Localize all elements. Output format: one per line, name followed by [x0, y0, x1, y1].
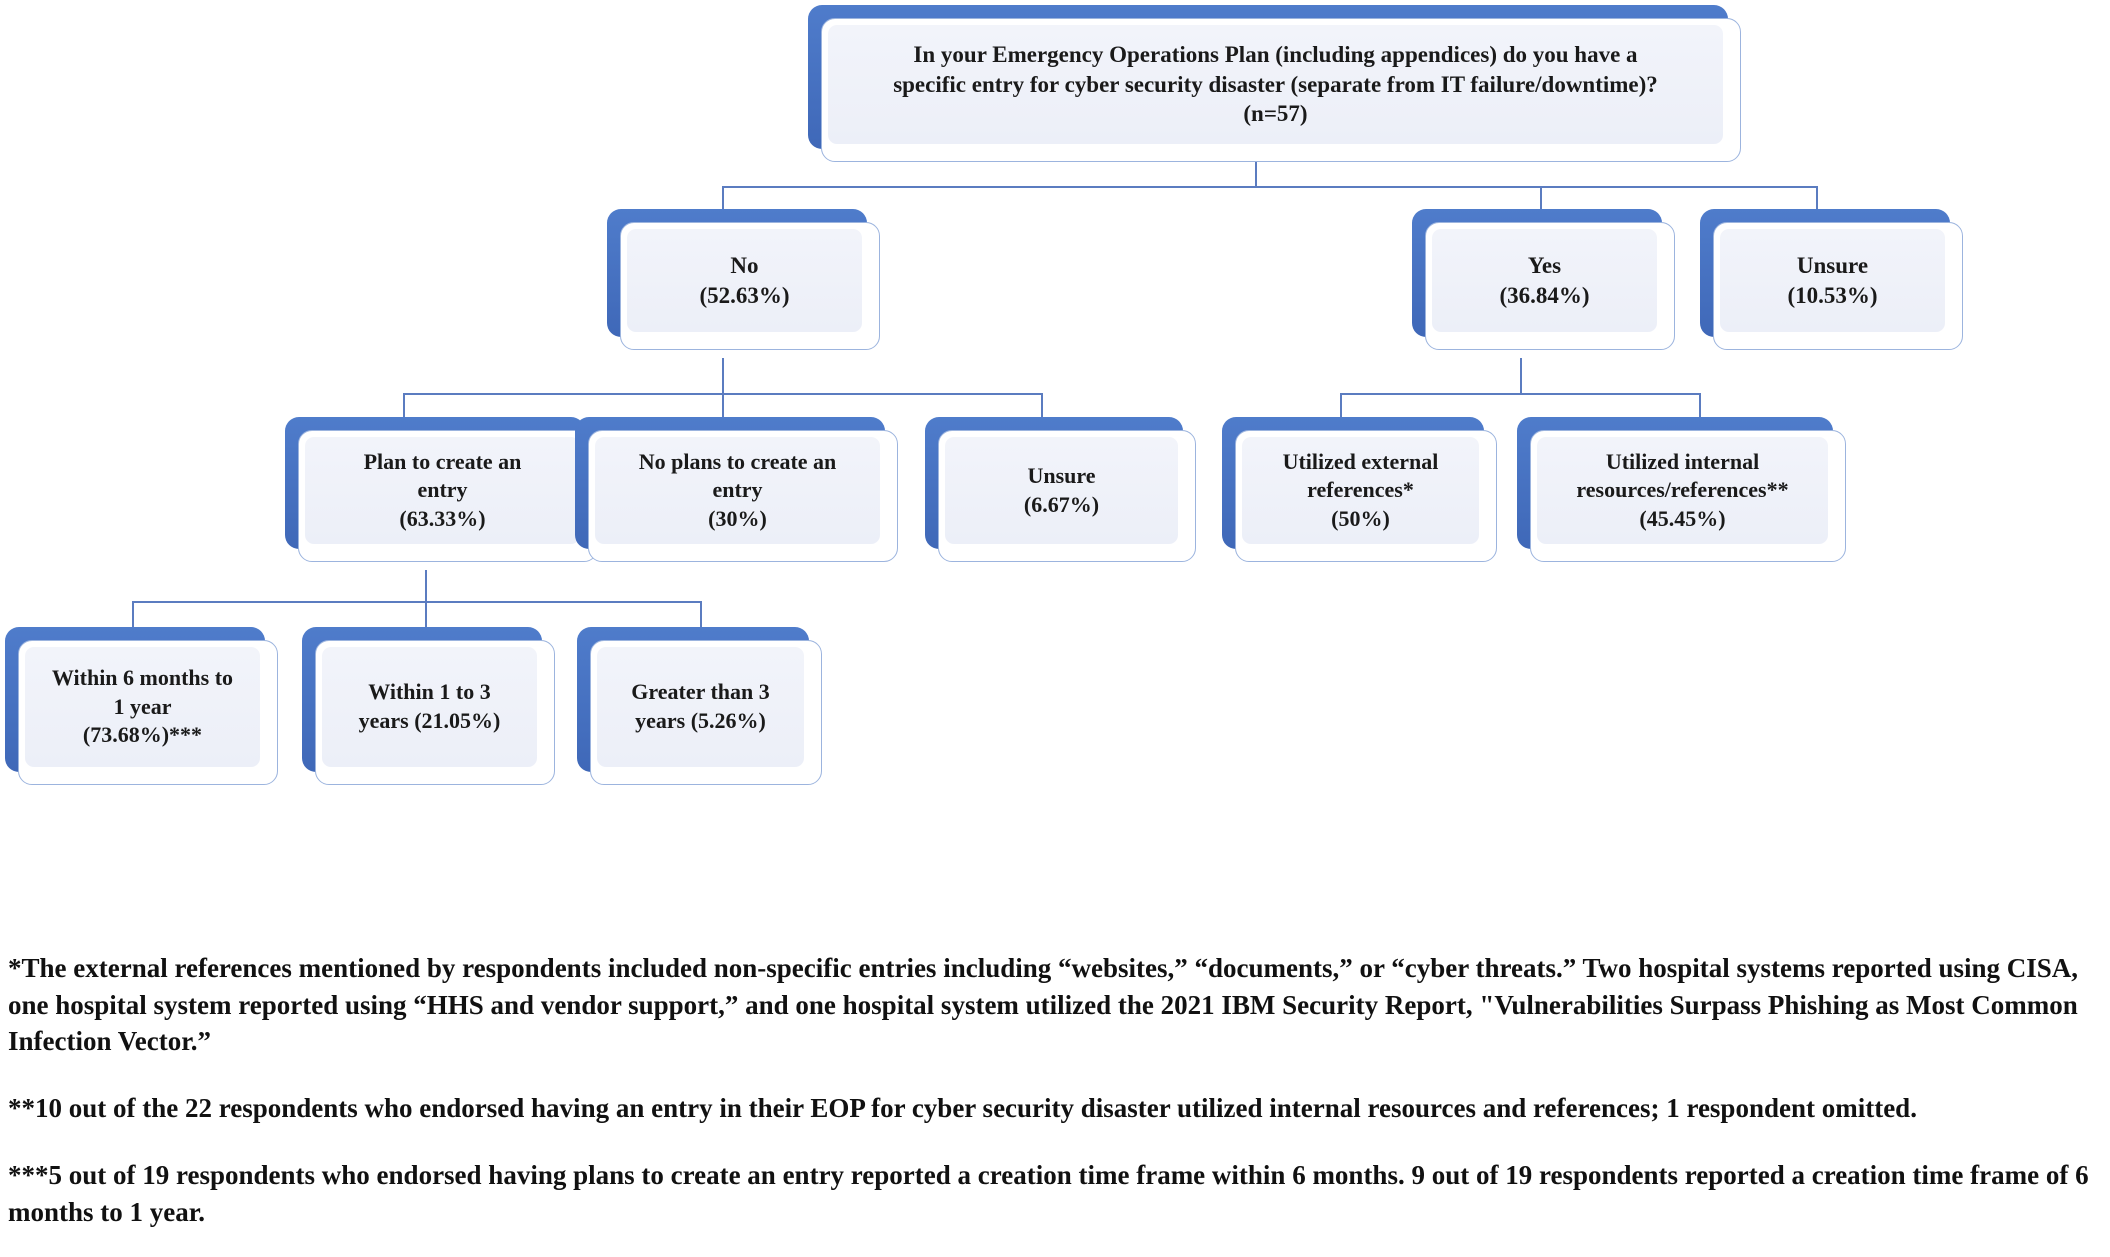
node-text: Unsure (10.53%)	[1787, 252, 1878, 308]
connector-drop-plan	[403, 393, 405, 428]
node-panel: Utilized internal resources/references**…	[1537, 437, 1828, 544]
connector-plan-stem	[425, 570, 427, 602]
connector-no-stem	[722, 358, 724, 394]
node-utilized-internal-resources[interactable]: Utilized internal resources/references**…	[1517, 417, 1846, 562]
node-panel: Unsure (10.53%)	[1720, 229, 1945, 332]
node-text: In your Emergency Operations Plan (inclu…	[893, 41, 1658, 127]
connector-drop-external	[1340, 393, 1342, 428]
connector-drop-unsure	[1816, 186, 1818, 221]
footnotes-block: *The external references mentioned by re…	[8, 950, 2103, 1257]
node-panel: Unsure (6.67%)	[945, 437, 1178, 544]
node-text: No (52.63%)	[699, 252, 790, 308]
node-root-question[interactable]: In your Emergency Operations Plan (inclu…	[808, 5, 1741, 162]
connector-drop-yes	[1540, 186, 1542, 221]
node-within-6-months-to-1-year[interactable]: Within 6 months to 1 year (73.68%)***	[5, 627, 278, 785]
node-panel: Plan to create an entry (63.33%)	[305, 437, 580, 544]
node-text: Utilized external references* (50%)	[1282, 448, 1439, 531]
node-text: Greater than 3 years (5.26%)	[631, 679, 770, 733]
node-unsure-top[interactable]: Unsure (10.53%)	[1700, 209, 1963, 350]
connector-drop-greater3	[700, 601, 702, 639]
node-panel: Within 1 to 3 years (21.05%)	[322, 647, 537, 767]
node-text: Within 1 to 3 years (21.05%)	[358, 679, 501, 733]
node-text: Within 6 months to 1 year (73.68%)***	[51, 665, 234, 748]
connector-yes-stem	[1520, 358, 1522, 394]
node-text: Utilized internal resources/references**…	[1576, 448, 1789, 531]
footnote-one: *The external references mentioned by re…	[8, 953, 2079, 1057]
node-panel: Utilized external references* (50%)	[1242, 437, 1479, 544]
node-panel: No (52.63%)	[627, 229, 862, 332]
node-panel: Yes (36.84%)	[1432, 229, 1657, 332]
connector-level2-bus	[722, 186, 1818, 188]
connector-level4-bus	[132, 601, 702, 603]
node-text: Plan to create an entry (63.33%)	[363, 448, 522, 531]
connector-drop-within1to3	[425, 601, 427, 639]
node-plan-to-create-entry[interactable]: Plan to create an entry (63.33%)	[285, 417, 598, 562]
node-no[interactable]: No (52.63%)	[607, 209, 880, 350]
node-utilized-external-references[interactable]: Utilized external references* (50%)	[1222, 417, 1497, 562]
node-text: Unsure (6.67%)	[1023, 462, 1100, 517]
node-panel: No plans to create an entry (30%)	[595, 437, 880, 544]
connector-drop-unsure3	[1041, 393, 1043, 428]
node-within-1-to-3-years[interactable]: Within 1 to 3 years (21.05%)	[302, 627, 555, 785]
connector-yes-bus	[1340, 393, 1701, 395]
node-panel: Within 6 months to 1 year (73.68%)***	[25, 647, 260, 767]
node-panel: In your Emergency Operations Plan (inclu…	[828, 25, 1723, 144]
footnote-three: ***5 out of 19 respondents who endorsed …	[8, 1159, 2089, 1227]
node-text: Yes (36.84%)	[1499, 252, 1590, 308]
connector-drop-internal	[1699, 393, 1701, 428]
footnote-two: **10 out of the 22 respondents who endor…	[8, 1093, 1917, 1124]
connector-drop-noplans	[722, 393, 724, 428]
connector-drop-no	[722, 186, 724, 221]
node-text: No plans to create an entry (30%)	[638, 448, 837, 531]
node-yes[interactable]: Yes (36.84%)	[1412, 209, 1675, 350]
connector-drop-within6	[132, 601, 134, 639]
node-no-plans-to-create-entry[interactable]: No plans to create an entry (30%)	[575, 417, 898, 562]
node-unsure-no-branch[interactable]: Unsure (6.67%)	[925, 417, 1196, 562]
node-panel: Greater than 3 years (5.26%)	[597, 647, 804, 767]
node-greater-than-3-years[interactable]: Greater than 3 years (5.26%)	[577, 627, 822, 785]
